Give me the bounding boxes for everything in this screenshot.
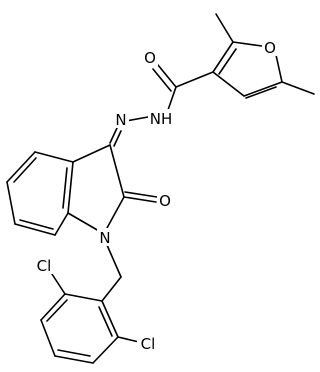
- bond-c3-c2: [109, 144, 125, 198]
- bond-c3-c3a: [72, 144, 111, 163]
- atom-cl-bottom: Cl: [137, 334, 159, 353]
- bond-ar-c3-c4: [40, 319, 56, 357]
- label-nh: NH: [150, 110, 173, 128]
- bond-ar-c6-c1-inner: [98, 306, 113, 337]
- bond-furan-c4-c3: [212, 71, 245, 97]
- bond-n1-c7a: [67, 212, 100, 232]
- label-n-hydrazone: N: [115, 111, 126, 129]
- atom-n-hydrazone: N: [113, 110, 129, 129]
- bond-c7a-c3a: [67, 161, 74, 214]
- bond-c3a-c4: [34, 151, 74, 163]
- bond-lactam-carbonyl-double: [123, 196, 157, 203]
- bond-c-cl-top: [49, 270, 66, 295]
- bond-methyl-c2: [215, 13, 234, 43]
- bond-ar-c6-c1: [101, 300, 119, 338]
- bond-c4-c5-inner: [13, 157, 37, 183]
- bond-n1-ch2: [106, 244, 122, 278]
- bond-amide-nh: [167, 86, 177, 111]
- atom-cl-top: Cl: [33, 256, 55, 275]
- bond-c6-c7-inner: [19, 219, 54, 230]
- bond-furan-c2-o: [232, 41, 263, 47]
- atom-labels: O O NH N O N Cl Cl: [33, 38, 278, 353]
- bond-amide-carbonyl-double: [157, 64, 177, 88]
- bond-c4-c5: [6, 151, 36, 183]
- label-cl-bottom: Cl: [141, 335, 156, 353]
- bond-n-n: [125, 116, 149, 122]
- bond-c2-n1: [106, 196, 125, 229]
- bond-hydrazone-double: [109, 127, 118, 144]
- bond-c7a-c3a-inner: [62, 167, 68, 209]
- bond-amide-carbonyl-double-2: [152, 68, 172, 92]
- bond-lactam-carbonyl-double-2: [124, 191, 158, 198]
- label-cl-top: Cl: [37, 257, 52, 275]
- bond-c5-c6: [6, 181, 16, 225]
- bond-ar-c2-c3: [40, 293, 66, 321]
- bond-ch2-aryl: [101, 276, 122, 302]
- label-o-amide: O: [144, 49, 156, 67]
- bond-ar-c1-c2: [64, 293, 103, 302]
- bonds: [6, 13, 315, 364]
- bond-furan-o-c5: [275, 54, 283, 83]
- label-n-indole: N: [99, 229, 110, 247]
- bond-c6-c7: [14, 223, 56, 236]
- label-o-lactam: O: [159, 192, 171, 210]
- bond-ar-c4-c5-inner: [57, 349, 91, 357]
- bond-methyl-c5: [281, 81, 315, 95]
- bond-ar-c4-c5: [54, 355, 94, 364]
- bond-furan-c3-c2: [212, 41, 234, 73]
- label-o-furan: O: [264, 39, 276, 57]
- bond-ar-c2-c3-inner: [46, 299, 68, 322]
- atom-n-indole: N: [97, 228, 113, 247]
- atom-o-lactam: O: [157, 191, 173, 210]
- bond-amide-furan: [175, 71, 214, 88]
- atom-o-furan: O: [262, 38, 278, 57]
- bond-hydrazone-double-2: [113, 130, 122, 147]
- bond-furan-c5-c4-inner: [245, 86, 277, 99]
- atom-o-amide: O: [142, 48, 158, 67]
- atom-nh: NH: [148, 109, 174, 128]
- bond-furan-c5-c4: [243, 81, 283, 97]
- bond-furan-c3-c2-inner: [218, 48, 237, 75]
- bond-c-cl-bottom: [117, 336, 140, 343]
- bond-c7-c7a: [54, 212, 69, 236]
- bond-ar-c5-c6: [92, 336, 119, 364]
